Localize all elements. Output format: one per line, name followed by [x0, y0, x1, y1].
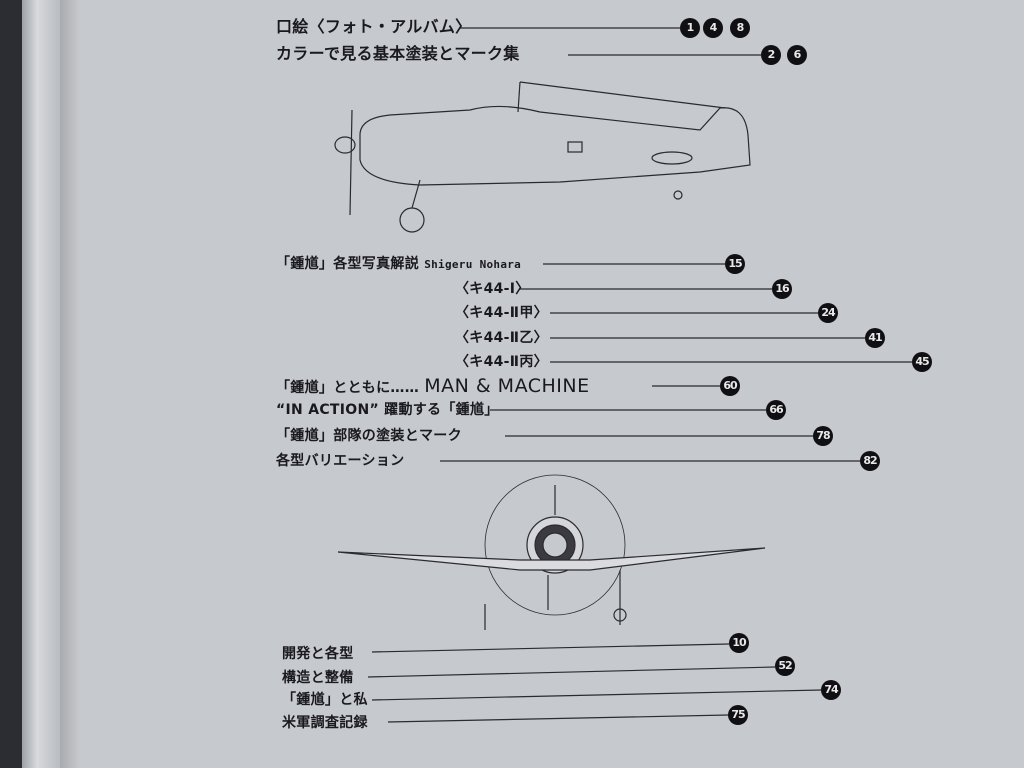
toc-entry[interactable]: 「鍾馗」とともに…… MAN & MACHINE: [276, 376, 590, 398]
toc-entry-title[interactable]: 開発と各型: [282, 646, 354, 662]
page-number-badge[interactable]: 52: [775, 656, 795, 676]
toc-entry[interactable]: 「鍾馗」各型写真解説 Shigeru Nohara: [276, 254, 521, 275]
leader-line: [367, 666, 776, 678]
book-spine: [0, 0, 22, 768]
leader-line: [371, 689, 822, 701]
toc-entry-title[interactable]: 「鍾馗」部隊の塗装とマーク: [276, 428, 462, 444]
toc-entry-title[interactable]: 〈キ44-Ⅱ丙〉: [455, 354, 548, 370]
aircraft-side-view-drawing: [334, 81, 751, 233]
toc-entry-title: 「鍾馗」各型写真解説: [276, 256, 419, 272]
page-gutter-shadow: [60, 0, 80, 768]
book-page-edge: [22, 0, 60, 768]
page-number-badge[interactable]: 78: [813, 426, 833, 446]
leader-line: [371, 643, 730, 653]
page-number-badge[interactable]: 66: [766, 400, 786, 420]
leader-line: [387, 714, 729, 723]
toc-entry-title[interactable]: 各型バリエーション: [276, 453, 405, 469]
toc-entry-title[interactable]: 構造と整備: [282, 670, 354, 686]
page-number-badge[interactable]: 75: [728, 705, 748, 725]
toc-entry-title[interactable]: 「鍾馗」と私: [282, 692, 368, 708]
toc-entry-title[interactable]: “IN ACTION” 躍動する「鍾馗」: [276, 402, 499, 418]
page-number-badge[interactable]: 1: [680, 18, 700, 38]
page-number-badge[interactable]: 16: [772, 279, 792, 299]
page-number-badge[interactable]: 15: [725, 254, 745, 274]
toc-entry-title[interactable]: 〈キ44-Ⅱ乙〉: [455, 330, 548, 346]
toc-entry-author: Shigeru Nohara: [424, 258, 522, 271]
page-number-badge[interactable]: 24: [818, 303, 838, 323]
page-number-badge[interactable]: 60: [720, 376, 740, 396]
toc-entry-title: 「鍾馗」とともに……: [276, 380, 419, 396]
toc-entry-title-en: MAN & MACHINE: [424, 375, 590, 397]
page-number-badge[interactable]: 45: [912, 352, 932, 372]
page-number-badge[interactable]: 10: [729, 633, 749, 653]
page-number-badge[interactable]: 4: [703, 18, 723, 38]
toc-entry-title[interactable]: 米軍調査記録: [282, 715, 368, 731]
page-number-badge[interactable]: 8: [730, 18, 750, 38]
page-number-badge[interactable]: 41: [865, 328, 885, 348]
toc-entry-title[interactable]: 〈キ44-Ⅰ〉: [455, 281, 530, 297]
toc-entry-title[interactable]: 〈キ44-Ⅱ甲〉: [455, 305, 548, 321]
page-number-badge[interactable]: 2: [761, 45, 781, 65]
toc-entry-title[interactable]: 口絵〈フォト・アルバム〉: [276, 17, 472, 36]
toc-entry-title[interactable]: カラーで見る基本塗装とマーク集: [276, 44, 520, 63]
page-number-badge[interactable]: 6: [787, 45, 807, 65]
page-number-badge[interactable]: 82: [860, 451, 880, 471]
aircraft-front-view-drawing: [337, 474, 766, 630]
page-number-badge[interactable]: 74: [821, 680, 841, 700]
